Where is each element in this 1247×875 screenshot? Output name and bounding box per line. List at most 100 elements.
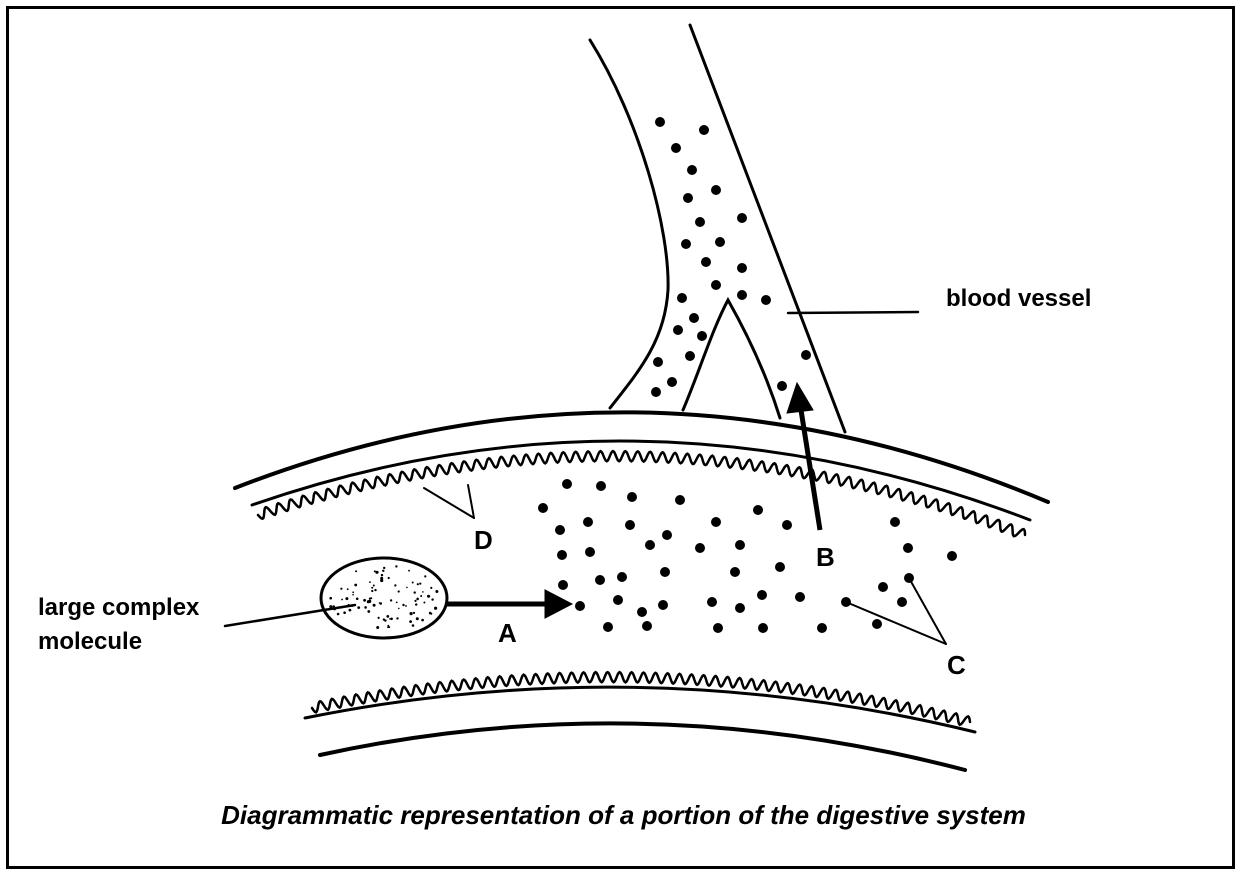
speckle [417, 583, 419, 585]
small-molecule-dot [872, 619, 882, 629]
vessel-left-outer-wall [590, 40, 668, 408]
speckle [412, 582, 414, 584]
lower-villi [312, 672, 970, 725]
small-molecule-dot [735, 540, 745, 550]
small-molecule-dot [613, 595, 623, 605]
small-molecule-dot [660, 567, 670, 577]
small-molecule-dot [685, 351, 695, 361]
small-molecule-dot [897, 597, 907, 607]
small-molecule-dot [761, 295, 771, 305]
speckle [424, 575, 426, 577]
small-molecule-dot [538, 503, 548, 513]
speckle [341, 599, 343, 601]
small-molecule-dot [737, 263, 747, 273]
small-molecule-dot [687, 165, 697, 175]
speckle [416, 598, 419, 601]
speckle [419, 583, 421, 585]
small-molecule-dot [758, 623, 768, 633]
small-molecule-dot [637, 607, 647, 617]
speckle [349, 609, 352, 612]
speckle [371, 587, 373, 589]
small-molecule-dot [673, 325, 683, 335]
speckle [340, 588, 342, 590]
speckle [371, 590, 373, 592]
small-molecule-dot [662, 530, 672, 540]
speckle [375, 571, 378, 574]
small-molecule-dot [795, 393, 805, 403]
speckle [352, 591, 354, 593]
small-molecule-dot [603, 622, 613, 632]
speckle [348, 604, 350, 606]
small-molecule-dot [730, 567, 740, 577]
small-molecule-dot [713, 623, 723, 633]
small-molecule-dot [817, 623, 827, 633]
speckle [329, 605, 332, 608]
small-molecule-dot [697, 331, 707, 341]
small-molecule-dot [683, 193, 693, 203]
small-molecule-dot [596, 481, 606, 491]
speckle [398, 608, 400, 610]
small-molecule-dot [707, 597, 717, 607]
speckle [434, 607, 437, 610]
speckle [379, 602, 381, 604]
speckle [388, 577, 390, 579]
speckle [373, 585, 375, 587]
speckle [369, 581, 371, 583]
speckle [390, 599, 392, 601]
small-molecule-dot [677, 293, 687, 303]
label-blood-vessel: blood vessel [946, 285, 1091, 314]
molecule-speckles [329, 565, 438, 629]
small-molecule-dot [695, 543, 705, 553]
speckle [409, 620, 412, 623]
d-pointer-line-1 [424, 488, 474, 518]
speckle [333, 608, 336, 611]
small-molecule-dot [681, 239, 691, 249]
speckle [413, 612, 415, 614]
small-molecule-dot [667, 377, 677, 387]
small-molecule-dot [947, 551, 957, 561]
small-molecule-dot [775, 562, 785, 572]
speckle [416, 617, 419, 620]
small-molecule-dot [795, 592, 805, 602]
small-molecule-dot [558, 580, 568, 590]
small-molecule-dot [699, 125, 709, 135]
speckle [431, 598, 433, 600]
speckle [351, 605, 353, 607]
small-molecule-dot [671, 143, 681, 153]
small-molecule-dot [904, 573, 914, 583]
speckle [354, 584, 357, 587]
speckle [381, 574, 383, 576]
speckle [414, 591, 416, 593]
small-molecule-dot [575, 601, 585, 611]
small-molecule-dot [658, 600, 668, 610]
speckle [364, 606, 367, 609]
speckle [363, 599, 366, 602]
speckle [396, 602, 398, 604]
small-molecule-dot [583, 517, 593, 527]
speckle [410, 612, 413, 615]
speckle [357, 606, 360, 609]
upper-villi [258, 451, 1025, 536]
label-d: D [474, 525, 493, 556]
small-molecule-dot [903, 543, 913, 553]
small-molecule-dot [555, 525, 565, 535]
speckle [408, 570, 410, 572]
small-molecule-dot [689, 313, 699, 323]
speckle [383, 567, 385, 569]
arrow-a-head [545, 590, 572, 618]
small-molecule-dot [782, 520, 792, 530]
speckle [352, 594, 354, 596]
speckle [373, 604, 376, 607]
speckle [435, 590, 438, 593]
speckle [337, 613, 340, 616]
speckle [383, 618, 385, 620]
small-molecule-dot [562, 479, 572, 489]
speckle [395, 565, 397, 567]
vessel-right-outer-wall [690, 25, 845, 432]
label-c: C [947, 650, 966, 681]
small-molecule-dot [695, 217, 705, 227]
small-molecule-dot [625, 520, 635, 530]
speckle [415, 603, 417, 605]
speckle [367, 610, 370, 613]
speckle [368, 600, 371, 603]
